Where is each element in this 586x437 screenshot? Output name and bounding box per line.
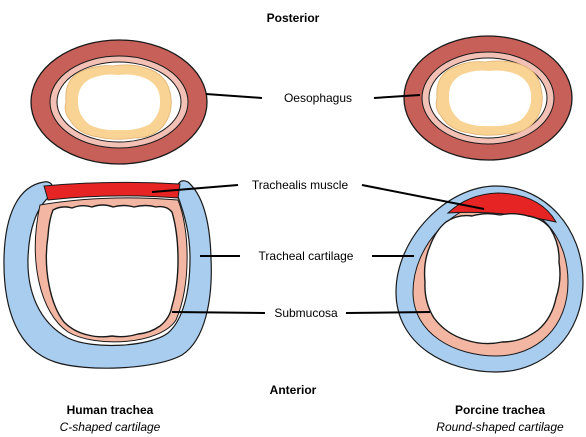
oesophagus-label: Oesophagus bbox=[284, 91, 352, 105]
posterior-label: Posterior bbox=[267, 11, 320, 25]
human-trachea-title: Human trachea bbox=[67, 403, 154, 417]
oesophagus-leader-left bbox=[206, 94, 262, 98]
trachealis-muscle-label: Trachealis muscle bbox=[252, 178, 349, 192]
human-oesophagus bbox=[31, 40, 207, 164]
porcine-tracheal-lumen bbox=[425, 214, 560, 344]
anterior-label: Anterior bbox=[270, 383, 317, 397]
porcine-trachea-subtitle: Round-shaped cartilage bbox=[436, 420, 564, 434]
tracheal-cartilage-label: Tracheal cartilage bbox=[259, 249, 354, 263]
porcine-oesophagus bbox=[404, 36, 572, 160]
porcine-trachea bbox=[396, 186, 583, 372]
submucosa-label: Submucosa bbox=[274, 306, 338, 320]
human-trachea-subtitle: C-shaped cartilage bbox=[60, 420, 161, 434]
submucosa-leader-left bbox=[172, 312, 265, 313]
porcine-trachea-title: Porcine trachea bbox=[455, 403, 545, 417]
human-tracheal-lumen bbox=[46, 205, 178, 337]
oesophagus-lumen bbox=[78, 75, 160, 131]
human-trachea bbox=[4, 181, 211, 368]
submucosa-leader-right bbox=[346, 312, 430, 313]
oesophagus-lumen bbox=[449, 71, 531, 127]
